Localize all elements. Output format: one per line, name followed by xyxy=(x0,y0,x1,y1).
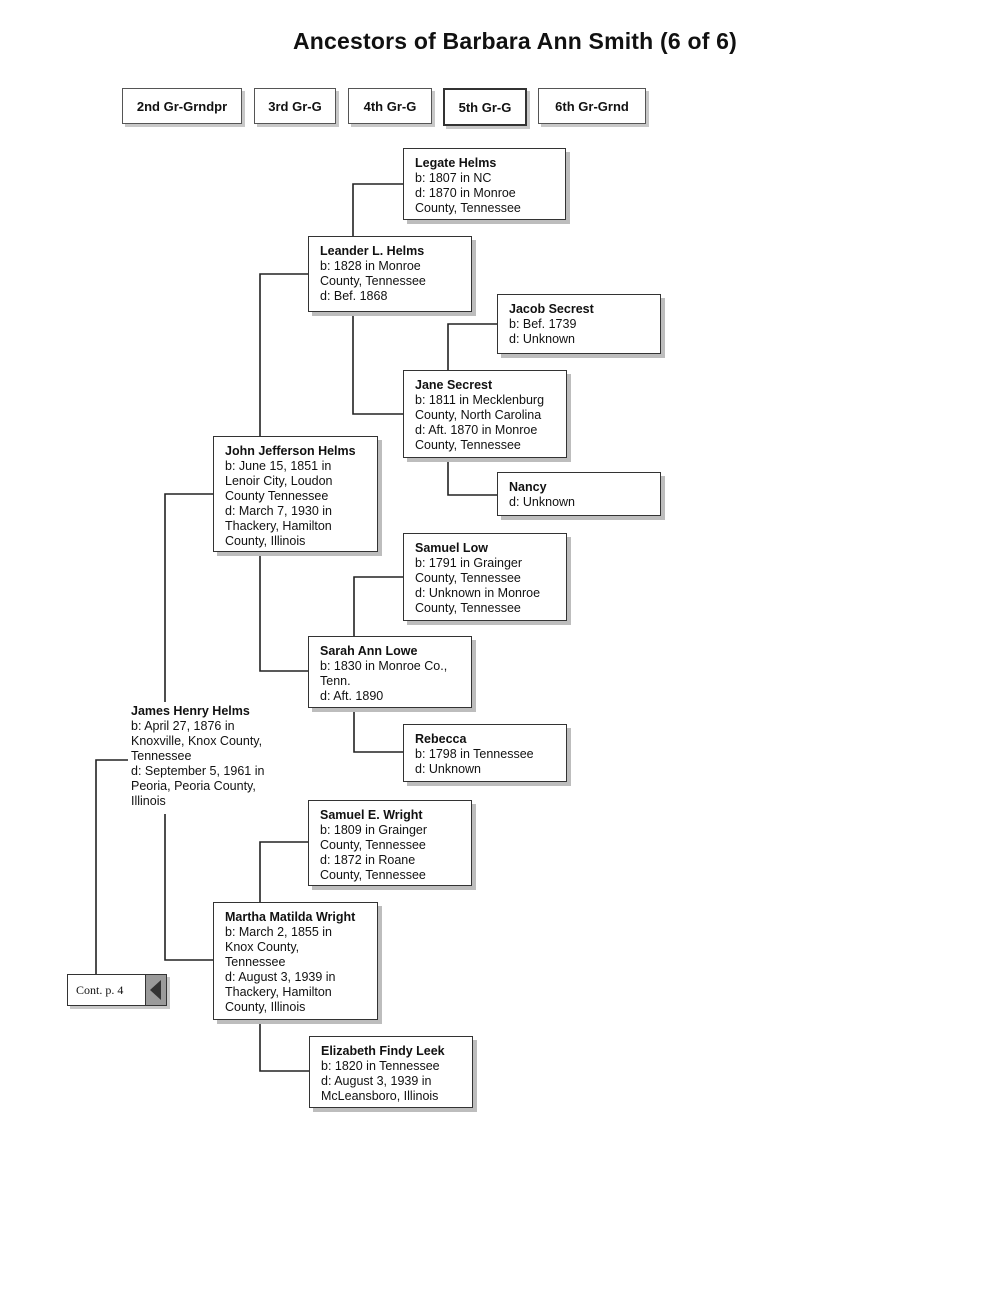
person-detail: Tenn. xyxy=(320,674,351,688)
person-detail: b: 1828 in Monroe xyxy=(320,259,421,273)
person-name: Samuel E. Wright xyxy=(320,808,423,822)
person-detail: County, Tennessee xyxy=(320,274,426,288)
person-detail: b: 1791 in Grainger xyxy=(415,556,523,570)
person-detail: b: 1798 in Tennessee xyxy=(415,747,534,761)
person-name: James Henry Helms xyxy=(131,704,250,718)
person-box-nancy[interactable]: Nancy d: Unknown xyxy=(497,472,661,516)
person-box-leander-helms[interactable]: Leander L. Helms b: 1828 in Monroe Count… xyxy=(308,236,472,312)
person-detail: Tennessee xyxy=(131,749,192,763)
person-detail: d: 1870 in Monroe xyxy=(415,186,516,200)
person-name: Elizabeth Findy Leek xyxy=(321,1044,445,1058)
person-detail: Tennessee xyxy=(225,955,286,969)
person-box-jacob-secrest[interactable]: Jacob Secrest b: Bef. 1739 d: Unknown xyxy=(497,294,661,354)
person-detail: b: 1811 in Mecklenburg xyxy=(415,393,545,407)
person-detail: Thackery, Hamilton xyxy=(225,985,332,999)
person-detail: County, Tennessee xyxy=(415,201,521,215)
person-detail: d: Unknown xyxy=(509,495,576,509)
person-detail: b: April 27, 1876 in xyxy=(131,719,235,733)
person-detail: McLeansboro, Illinois xyxy=(321,1089,439,1103)
person-box-elizabeth-findy-leek[interactable]: Elizabeth Findy Leek b: 1820 in Tennesse… xyxy=(309,1036,473,1108)
person-detail: b: March 2, 1855 in xyxy=(225,925,333,939)
tab-2nd-gr-grndpr[interactable]: 2nd Gr-Grndpr xyxy=(122,88,242,124)
person-detail: d: 1872 in Roane xyxy=(320,853,416,867)
person-detail: County, Tennessee xyxy=(415,601,521,615)
person-detail: b: 1809 in Grainger xyxy=(320,823,428,837)
person-name: Legate Helms xyxy=(415,156,497,170)
person-detail: b: 1807 in NC xyxy=(415,171,492,185)
person-detail: d: Unknown in Monroe xyxy=(415,586,541,600)
person-box-legate-helms[interactable]: Legate Helms b: 1807 in NC d: 1870 in Mo… xyxy=(403,148,566,220)
person-detail: b: 1820 in Tennessee xyxy=(321,1059,440,1073)
person-box-samuel-e-wright[interactable]: Samuel E. Wright b: 1809 in Grainger Cou… xyxy=(308,800,472,886)
person-box-martha-matilda-wright[interactable]: Martha Matilda Wright b: March 2, 1855 i… xyxy=(213,902,378,1020)
person-name: Sarah Ann Lowe xyxy=(320,644,418,658)
page-title: Ancestors of Barbara Ann Smith (6 of 6) xyxy=(292,28,737,54)
person-detail: Lenoir City, Loudon xyxy=(225,474,333,488)
tab-4th-gr-g[interactable]: 4th Gr-G xyxy=(348,88,432,124)
person-detail: d: August 3, 1939 in xyxy=(321,1074,432,1088)
continue-page-label: Cont. p. 4 xyxy=(76,983,124,997)
person-detail: d: March 7, 1930 in xyxy=(225,504,333,518)
person-name: John Jefferson Helms xyxy=(225,444,356,458)
person-detail: County, Tennessee xyxy=(320,868,426,882)
tab-5th-gr-g[interactable]: 5th Gr-G xyxy=(443,88,527,126)
person-detail: b: June 15, 1851 in xyxy=(225,459,332,473)
person-name: Martha Matilda Wright xyxy=(225,910,356,924)
person-detail: County, Tennessee xyxy=(320,838,426,852)
person-detail: County, North Carolina xyxy=(415,408,542,422)
person-name: Rebecca xyxy=(415,732,467,746)
person-name: Jacob Secrest xyxy=(509,302,594,316)
person-detail: County, Illinois xyxy=(225,1000,306,1014)
person-name: Samuel Low xyxy=(415,541,488,555)
person-detail: Knoxville, Knox County, xyxy=(131,734,263,748)
person-detail: d: Unknown xyxy=(415,762,482,776)
person-detail: d: Unknown xyxy=(509,332,576,346)
person-name: Nancy xyxy=(509,480,547,494)
person-detail: d: August 3, 1939 in xyxy=(225,970,336,984)
person-detail: Knox County, xyxy=(225,940,300,954)
person-detail: d: Aft. 1890 xyxy=(320,689,384,703)
tab-6th-gr-grnd[interactable]: 6th Gr-Grnd xyxy=(538,88,646,124)
person-detail: d: September 5, 1961 in xyxy=(131,764,265,778)
person-detail: b: Bef. 1739 xyxy=(509,317,577,331)
continue-page-button[interactable]: Cont. p. 4 xyxy=(67,974,167,1006)
root-person-james-henry-helms[interactable]: James Henry Helms b: April 27, 1876 in K… xyxy=(131,704,301,809)
person-detail: County, Tennessee xyxy=(415,438,521,452)
person-box-rebecca[interactable]: Rebecca b: 1798 in Tennessee d: Unknown xyxy=(403,724,567,782)
person-box-john-jefferson-helms[interactable]: John Jefferson Helms b: June 15, 1851 in… xyxy=(213,436,378,552)
left-triangle-icon xyxy=(145,975,166,1005)
person-box-samuel-low[interactable]: Samuel Low b: 1791 in Grainger County, T… xyxy=(403,533,567,621)
person-detail: d: Aft. 1870 in Monroe xyxy=(415,423,538,437)
person-detail: County, Tennessee xyxy=(415,571,521,585)
person-box-jane-secrest[interactable]: Jane Secrest b: 1811 in Mecklenburg Coun… xyxy=(403,370,567,458)
person-name: Jane Secrest xyxy=(415,378,493,392)
person-detail: County, Illinois xyxy=(225,534,306,548)
person-detail: Peoria, Peoria County, xyxy=(131,779,256,793)
person-detail: b: 1830 in Monroe Co., xyxy=(320,659,448,673)
person-name: Leander L. Helms xyxy=(320,244,425,258)
person-box-sarah-ann-lowe[interactable]: Sarah Ann Lowe b: 1830 in Monroe Co., Te… xyxy=(308,636,472,708)
person-detail: County Tennessee xyxy=(225,489,329,503)
tab-3rd-gr-g[interactable]: 3rd Gr-G xyxy=(254,88,336,124)
person-detail: Illinois xyxy=(131,794,166,808)
person-detail: d: Bef. 1868 xyxy=(320,289,388,303)
person-detail: Thackery, Hamilton xyxy=(225,519,332,533)
